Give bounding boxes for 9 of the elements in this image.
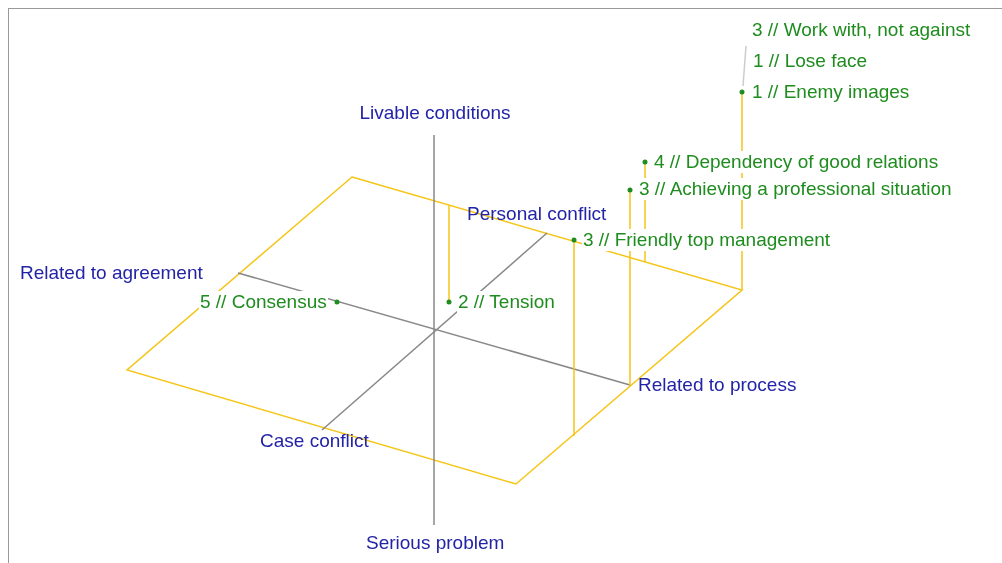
axis-label: Serious problem [366,532,505,554]
axis-label: Related to agreement [20,262,203,284]
point-label: 3 // Friendly top management [582,229,832,251]
point-label: 2 // Tension [457,291,556,313]
axis-label: Livable conditions [359,102,511,124]
point-label: 3 // Achieving a professional situation [638,178,953,200]
point-label: 4 // Dependency of good relations [653,151,940,173]
axis-label: Related to process [638,374,797,396]
axis-label: Case conflict [260,430,369,452]
